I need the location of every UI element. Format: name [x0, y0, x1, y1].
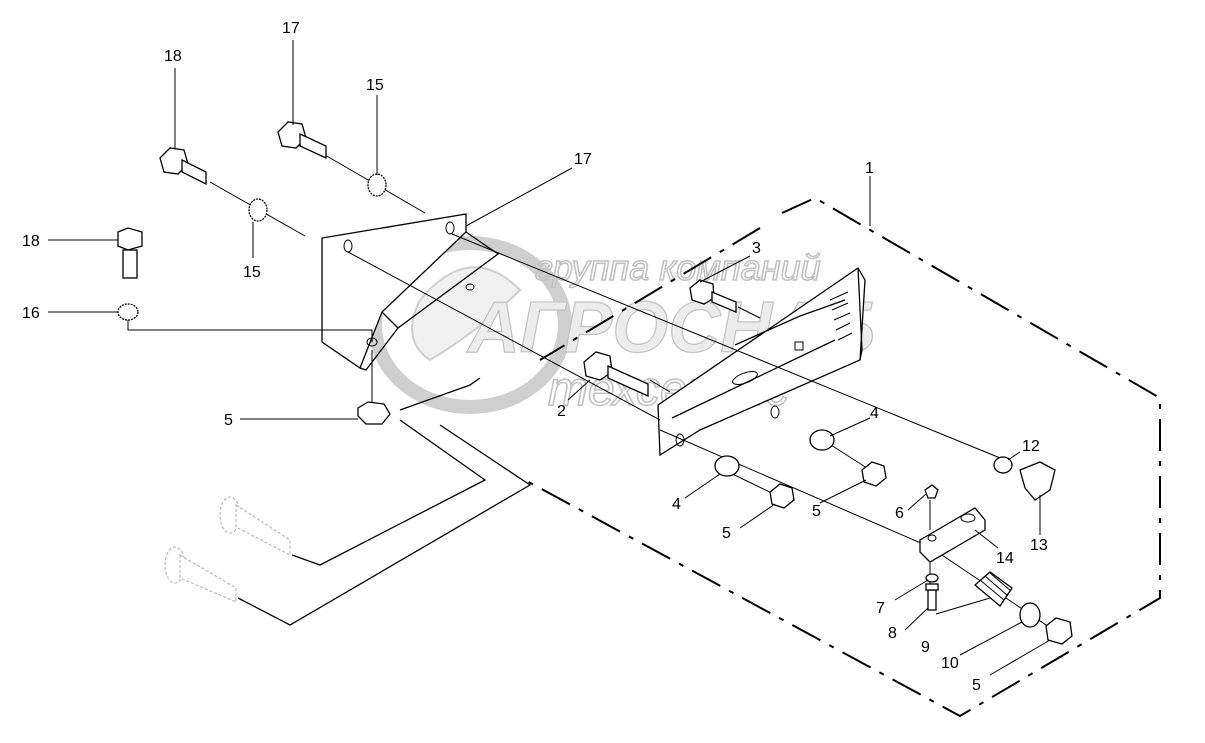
callout-3: 3 — [752, 240, 761, 257]
callout-15: 16 — [22, 305, 40, 322]
washer-4-a — [809, 429, 835, 451]
callout-8: 8 — [888, 625, 897, 642]
carriage-bolts — [164, 377, 532, 626]
callout-17: 17 — [282, 20, 300, 37]
scale-bracket — [657, 267, 866, 457]
washer-12 — [993, 456, 1013, 474]
callout-13: 13 — [1030, 537, 1048, 554]
nut-5-left — [357, 401, 391, 425]
bolt-18 — [117, 227, 143, 279]
callout-16: 17 — [574, 151, 592, 168]
callout-4: 4 — [672, 496, 681, 513]
callout-5: 5 — [812, 503, 821, 520]
callout-12: 12 — [1022, 438, 1040, 455]
washer-10 — [1019, 602, 1041, 628]
bolt-3 — [689, 279, 737, 313]
spring-9 — [973, 571, 1013, 607]
callout-15: 15 — [243, 264, 261, 281]
callout-leaders — [48, 40, 1051, 676]
callout-14: 14 — [996, 550, 1014, 567]
callout-9: 9 — [921, 639, 930, 656]
wing-nut-13 — [1019, 461, 1056, 501]
callout-2: 2 — [557, 403, 566, 420]
bolt-17-left — [159, 147, 207, 186]
watermark-logo-leaf — [411, 266, 522, 362]
nut-5-d — [1045, 617, 1073, 645]
callout-5: 5 — [224, 412, 233, 429]
screw-8 — [925, 583, 939, 611]
lock-washer-15-c — [117, 303, 139, 321]
carriage-bolt-lower — [164, 546, 237, 603]
callout-5: 5 — [972, 677, 981, 694]
callout-15: 15 — [366, 77, 384, 94]
plate-14 — [919, 507, 986, 563]
callout-4: 4 — [870, 405, 879, 422]
screw-6 — [924, 484, 939, 499]
callout-18: 18 — [22, 233, 40, 250]
callout-17: 18 — [164, 48, 182, 65]
callout-10: 10 — [941, 655, 959, 672]
nut-5-b — [861, 461, 887, 487]
callout-7: 7 — [876, 600, 885, 617]
lock-washer-15-a — [248, 198, 268, 222]
nut-5-c — [769, 483, 795, 509]
callout-5: 5 — [722, 525, 731, 542]
washer-7 — [925, 573, 939, 583]
carriage-bolt-upper — [219, 496, 291, 556]
bolt-17-right — [277, 121, 327, 160]
lock-washer-15-b — [367, 173, 387, 197]
washer-4-b — [714, 455, 740, 477]
callout-1: 1 — [865, 160, 874, 177]
assembly-1-boundary — [524, 196, 1161, 718]
watermark-line1: группа компаний — [535, 247, 821, 288]
bolt-2 — [583, 351, 649, 398]
scale-ticks — [829, 291, 853, 341]
callout-6: 6 — [895, 505, 904, 522]
callout-labels: 18 17 15 15 18 16 5 17 1 3 2 4 4 5 5 12 … — [22, 20, 1048, 694]
